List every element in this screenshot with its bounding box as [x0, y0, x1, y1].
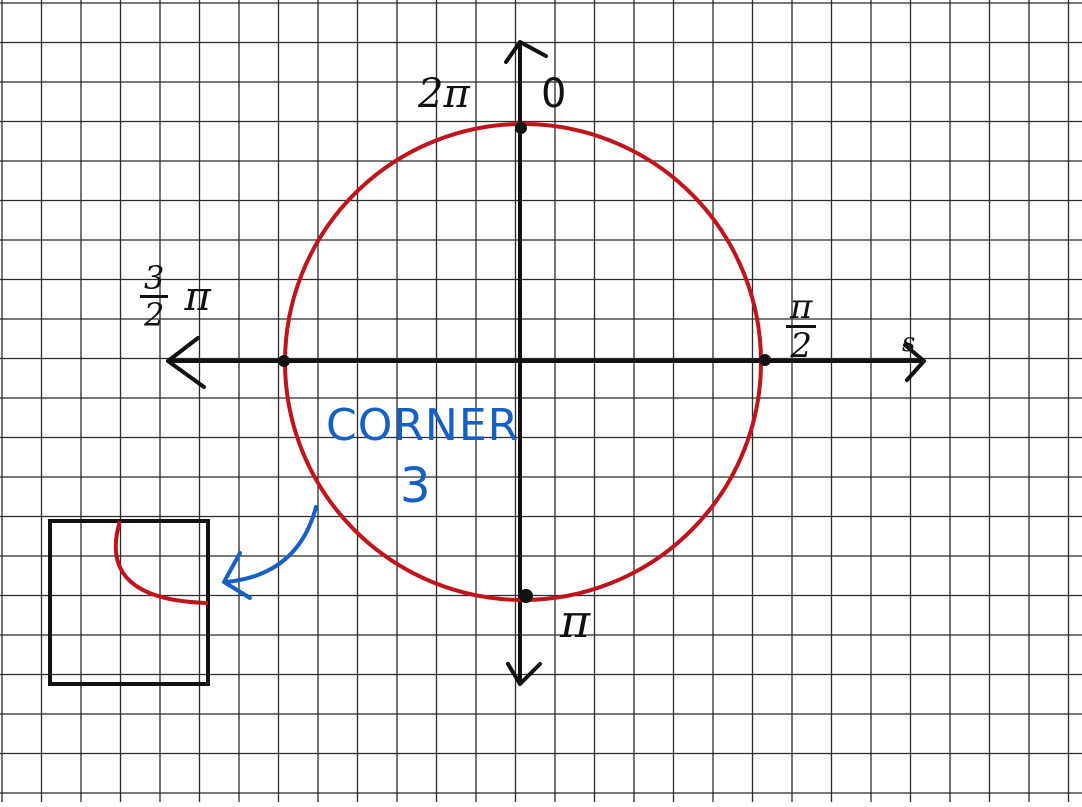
label-three-halves-pi-symbol: π [184, 273, 211, 320]
corner-pointer-arrowhead [222, 551, 252, 600]
label-three-halves-pi-denominator: 2 [144, 296, 165, 334]
label-three-halves-pi-numerator: 3 [140, 262, 169, 298]
horizontal-axis-right-arrow [903, 343, 926, 382]
point-half-pi [759, 354, 771, 366]
label-half-pi: π 2 [786, 290, 817, 366]
annotation-corner: CORNER [326, 400, 520, 451]
vertical-axis-bottom-arrow [506, 662, 542, 686]
label-two-pi: 2π [418, 71, 470, 117]
point-three-halves-pi [278, 355, 290, 367]
horizontal-axis-left-arrow [166, 336, 206, 389]
corner-arc [113, 520, 209, 605]
label-zero: 0 [541, 71, 567, 117]
corner-pointer-arrow [224, 505, 318, 584]
annotation-corner-number: 3 [400, 458, 431, 514]
label-half-pi-denominator: 2 [790, 326, 812, 366]
label-axis-s: s [902, 328, 916, 358]
point-zero [515, 122, 527, 134]
vertical-axis-top-arrow [504, 40, 548, 64]
label-three-halves-pi: 3 2 π [140, 262, 211, 331]
label-half-pi-numerator: π [786, 290, 817, 328]
point-pi [519, 589, 533, 603]
label-pi: π [560, 594, 591, 648]
